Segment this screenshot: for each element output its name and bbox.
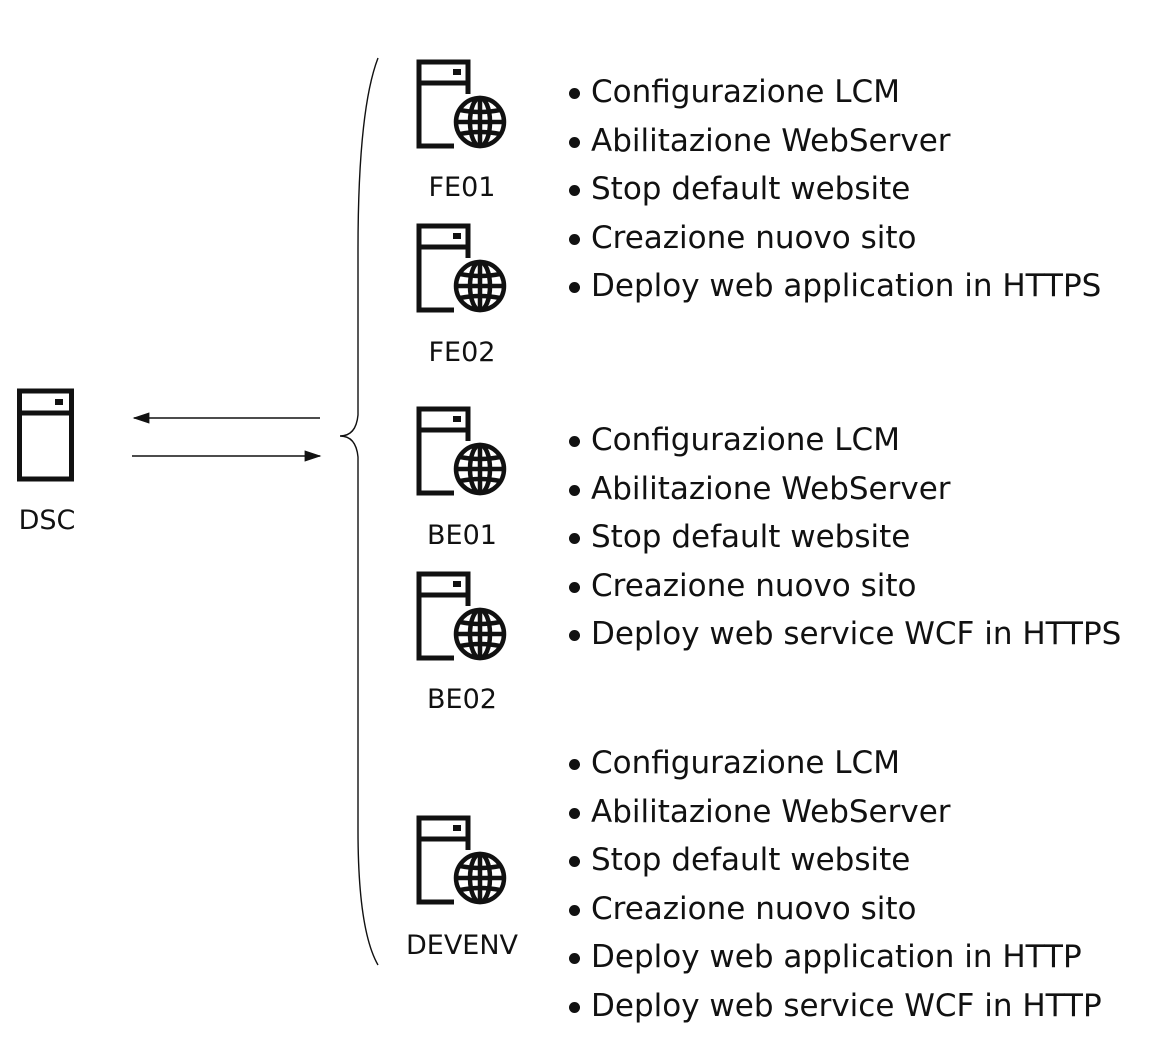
server-be01 [414,405,514,501]
curly-brace [339,57,379,966]
list-item: Creazione nuovo sito [569,562,1121,611]
list-item: Stop default website [569,165,1101,214]
list-item: Configurazione LCM [569,68,1101,117]
list-item: Configurazione LCM [569,416,1121,465]
web-server-icon [416,815,507,905]
task-list-fe: Configurazione LCM Abilitazione WebServe… [569,68,1101,311]
server-label-fe01: FE01 [428,172,496,203]
list-item: Stop default website [569,513,1121,562]
task-list-devenv: Configurazione LCM Abilitazione WebServe… [569,739,1102,1031]
server-label-fe02: FE02 [428,337,496,368]
list-item: Abilitazione WebServer [569,117,1101,166]
web-server-icon [416,223,507,313]
list-item: Abilitazione WebServer [569,465,1121,514]
server-be02 [414,570,514,666]
server-devenv [414,814,514,910]
list-item: Abilitazione WebServer [569,788,1102,837]
dsc-label: DSC [18,505,76,536]
list-item: Stop default website [569,836,1102,885]
list-item: Creazione nuovo sito [569,885,1102,934]
server-label-be01: BE01 [427,520,497,551]
list-item: Deploy web service WCF in HTTP [569,982,1102,1031]
task-list-be: Configurazione LCM Abilitazione WebServe… [569,416,1121,659]
list-item: Deploy web application in HTTP [569,933,1102,982]
server-icon [17,388,74,482]
server-label-be02: BE02 [427,684,497,715]
dsc-server [17,388,77,483]
list-item: Creazione nuovo sito [569,214,1101,263]
server-label-devenv: DEVENV [405,930,519,961]
web-server-icon [416,571,507,661]
list-item: Deploy web application in HTTPS [569,262,1101,311]
server-fe01 [414,58,514,154]
list-item: Deploy web service WCF in HTTPS [569,610,1121,659]
web-server-icon [416,59,507,149]
web-server-icon [416,406,507,496]
list-item: Configurazione LCM [569,739,1102,788]
server-fe02 [414,222,514,318]
